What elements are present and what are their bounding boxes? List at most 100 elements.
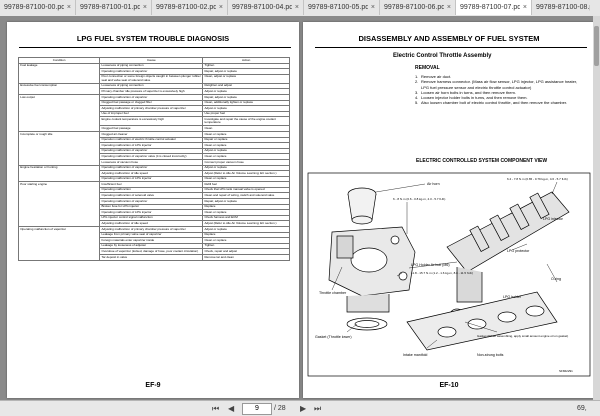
tab-label: 99789-87100-00.pdf — [4, 4, 64, 11]
close-icon[interactable]: × — [446, 4, 451, 11]
tab-label: 99789-87100-02.pdf — [156, 4, 216, 11]
label-lpg-holder: LPG holder — [503, 295, 522, 299]
condition-cell: Excessive fuel consumption — [17, 82, 101, 95]
next-page-icon[interactable]: ▶ — [300, 404, 307, 413]
label-gasket-throttle: Gasket (Throttle lower) — [315, 335, 352, 339]
table-row: Engine coolant temperature is excessivel… — [19, 116, 290, 127]
tab-pdf-04[interactable]: 99789-87100-04.pdf× — [228, 0, 304, 15]
subsection-heading: REMOVAL — [415, 65, 440, 71]
cause-cell: Operating malfunction of vaporizer — [99, 94, 204, 101]
page-title: LPG FUEL SYSTEM TROUBLE DIAGNOSIS — [76, 34, 230, 43]
tab-label: 99789-87100-01.pdf — [80, 4, 140, 11]
condition-cell: Engine hesitation or hunting — [17, 164, 101, 183]
last-page-icon[interactable]: ⏭ — [314, 404, 322, 413]
step-text: Also loosen chamber bolt of electric con… — [421, 100, 568, 106]
tab-pdf-07[interactable]: 99789-87100-07.pdf× — [456, 0, 532, 15]
table-row: Adjusting malfunction of primary chamber… — [19, 105, 290, 112]
section-heading: Electric Control Throttle Assembly — [393, 53, 492, 59]
label-gasket-note: Gasket (When assembling, apply small amo… — [477, 334, 568, 338]
label-torque-right: 6.4 - 7.8 N·m (0.65 - 0.79 kg-m, 4.6 - 5… — [507, 177, 568, 181]
cause-cell: Poor connection or some foreign objects … — [99, 73, 204, 84]
step-text: Loosen injector holder bolts in turns, a… — [421, 95, 528, 101]
page-title: DISASSEMBLY AND ASSEMBLY OF FUEL SYSTEM — [358, 34, 540, 43]
label-throttle-chamber: Throttle chamber — [319, 291, 347, 295]
tab-label: 99789-87100-07.pdf — [460, 4, 520, 11]
pdf-page-right: DISASSEMBLY AND ASSEMBLY OF FUEL SYSTEM … — [303, 22, 595, 398]
close-icon[interactable]: × — [294, 4, 299, 11]
zoom-level[interactable]: 69, — [577, 405, 587, 412]
action-cell: Remove tar and clean — [202, 254, 290, 261]
tab-pdf-01[interactable]: 99789-87100-01.pdf× — [76, 0, 152, 15]
cause-cell: Tar deposit in valve — [99, 254, 204, 261]
document-viewport[interactable]: LPG FUEL SYSTEM TROUBLE DIAGNOSIS Condit… — [0, 16, 600, 400]
previous-page-icon[interactable]: ◀ — [228, 404, 235, 413]
tab-bar: 99789-87100-00.pdf× 99789-87100-01.pdf× … — [0, 0, 600, 17]
cause-cell: Primary chamber idle pressure of vaporiz… — [99, 88, 204, 95]
action-cell: Clean, adjust or replace — [202, 73, 290, 84]
diagram-title: ELECTRIC CONTROLLED SYSTEM COMPONENT VIE… — [416, 158, 548, 164]
cause-cell: Engine coolant temperature is excessivel… — [99, 116, 204, 127]
label-air-horn: Air horn — [427, 182, 440, 186]
close-icon[interactable]: × — [522, 4, 527, 11]
gasket-throttle-part — [346, 317, 388, 331]
tab-label: 99789-87100-05.pdf — [308, 4, 368, 11]
throttle-chamber-part — [328, 226, 416, 313]
list-item: 1.Remove air duct. — [415, 74, 452, 79]
leader-lines — [331, 181, 558, 349]
step-text: Remove air duct. — [421, 74, 452, 79]
cause-cell: Adjusting malfunction of primary chamber… — [99, 105, 204, 112]
condition-cell: Low output — [17, 93, 101, 132]
action-cell: Adjust or replace — [202, 105, 290, 112]
close-icon[interactable]: × — [370, 4, 375, 11]
title-rule — [19, 47, 291, 48]
step-text: Loosen air horn bolts in turns, and then… — [421, 89, 516, 95]
tab-label: 99789-87100-08.pdf — [536, 4, 590, 11]
condition-cell: Fuel leakage — [17, 62, 101, 84]
tab-label: 99789-87100-06.pdf — [384, 4, 444, 11]
page-navigation-bar: ⏮ ◀ 9 / 28 ▶ ⏭ 69, — [0, 400, 600, 416]
action-cell: Tighten — [202, 62, 290, 70]
tab-pdf-05[interactable]: 99789-87100-05.pdf× — [304, 0, 380, 15]
vertical-scrollbar[interactable] — [593, 16, 600, 400]
label-lpg-protector: LPG protector — [507, 249, 530, 253]
table-row: Primary chamber idle pressure of vaporiz… — [19, 88, 290, 95]
tab-pdf-00[interactable]: 99789-87100-00.pdf× — [0, 0, 76, 15]
action-cell: Adjust or replace — [202, 88, 290, 95]
tab-label: 99789-87100-04.pdf — [232, 4, 292, 11]
component-diagram: Air horn 6 - 8 N·m (0.6 - 0.8 kg-m, 4.3 … — [307, 172, 591, 377]
tab-pdf-02[interactable]: 99789-87100-02.pdf× — [152, 0, 228, 15]
tab-pdf-06[interactable]: 99789-87100-06.pdf× — [380, 0, 456, 15]
action-cell: Investigate and repair the cause of the … — [202, 116, 290, 127]
page-number: EF-9 — [145, 382, 161, 389]
scrollbar-thumb[interactable] — [594, 26, 599, 66]
close-icon[interactable]: × — [142, 4, 147, 11]
label-torque-bottom: 11.8 - 15.7 N·m (1.2 - 1.6 kg-m, 8.8 - 1… — [411, 271, 473, 275]
list-item: 2.Remove harness connector. (Mass air fl… — [415, 79, 578, 90]
action-cell: Retighten and adjust — [202, 82, 290, 90]
label-o-ring: O-ring — [551, 277, 561, 281]
removal-steps: 1.Remove air duct. 2.Remove harness conn… — [415, 74, 585, 106]
diagram-callouts: Air horn 6 - 8 N·m (0.6 - 0.8 kg-m, 4.3 … — [315, 177, 573, 373]
close-icon[interactable]: × — [66, 4, 71, 11]
label-torque-left: 6 - 8 N·m (0.6 - 0.8 kg-m, 4.3 - 5.7 ft-… — [393, 197, 445, 201]
condition-cell: Operating malfunction of vaporizer — [17, 226, 101, 261]
list-item: 3.Loosen air horn bolts in turns, and th… — [415, 89, 516, 95]
condition-cell: Poor starting engine — [17, 181, 101, 228]
title-rule — [315, 47, 587, 48]
label-intake-manifold: Intake manifold — [403, 353, 427, 357]
action-cell: Clean, additionally tighten or replace — [202, 99, 290, 107]
pdf-page-left: LPG FUEL SYSTEM TROUBLE DIAGNOSIS Condit… — [7, 22, 299, 398]
close-icon[interactable]: × — [218, 4, 223, 11]
first-page-icon[interactable]: ⏮ — [212, 404, 220, 413]
page-number-input[interactable]: 9 — [242, 403, 272, 415]
tab-pdf-08[interactable]: 99789-87100-08.pdf — [532, 0, 594, 15]
label-legend: Non-strung bolts — [477, 353, 504, 357]
action-cell: Repair, adjust or replace — [202, 94, 290, 101]
